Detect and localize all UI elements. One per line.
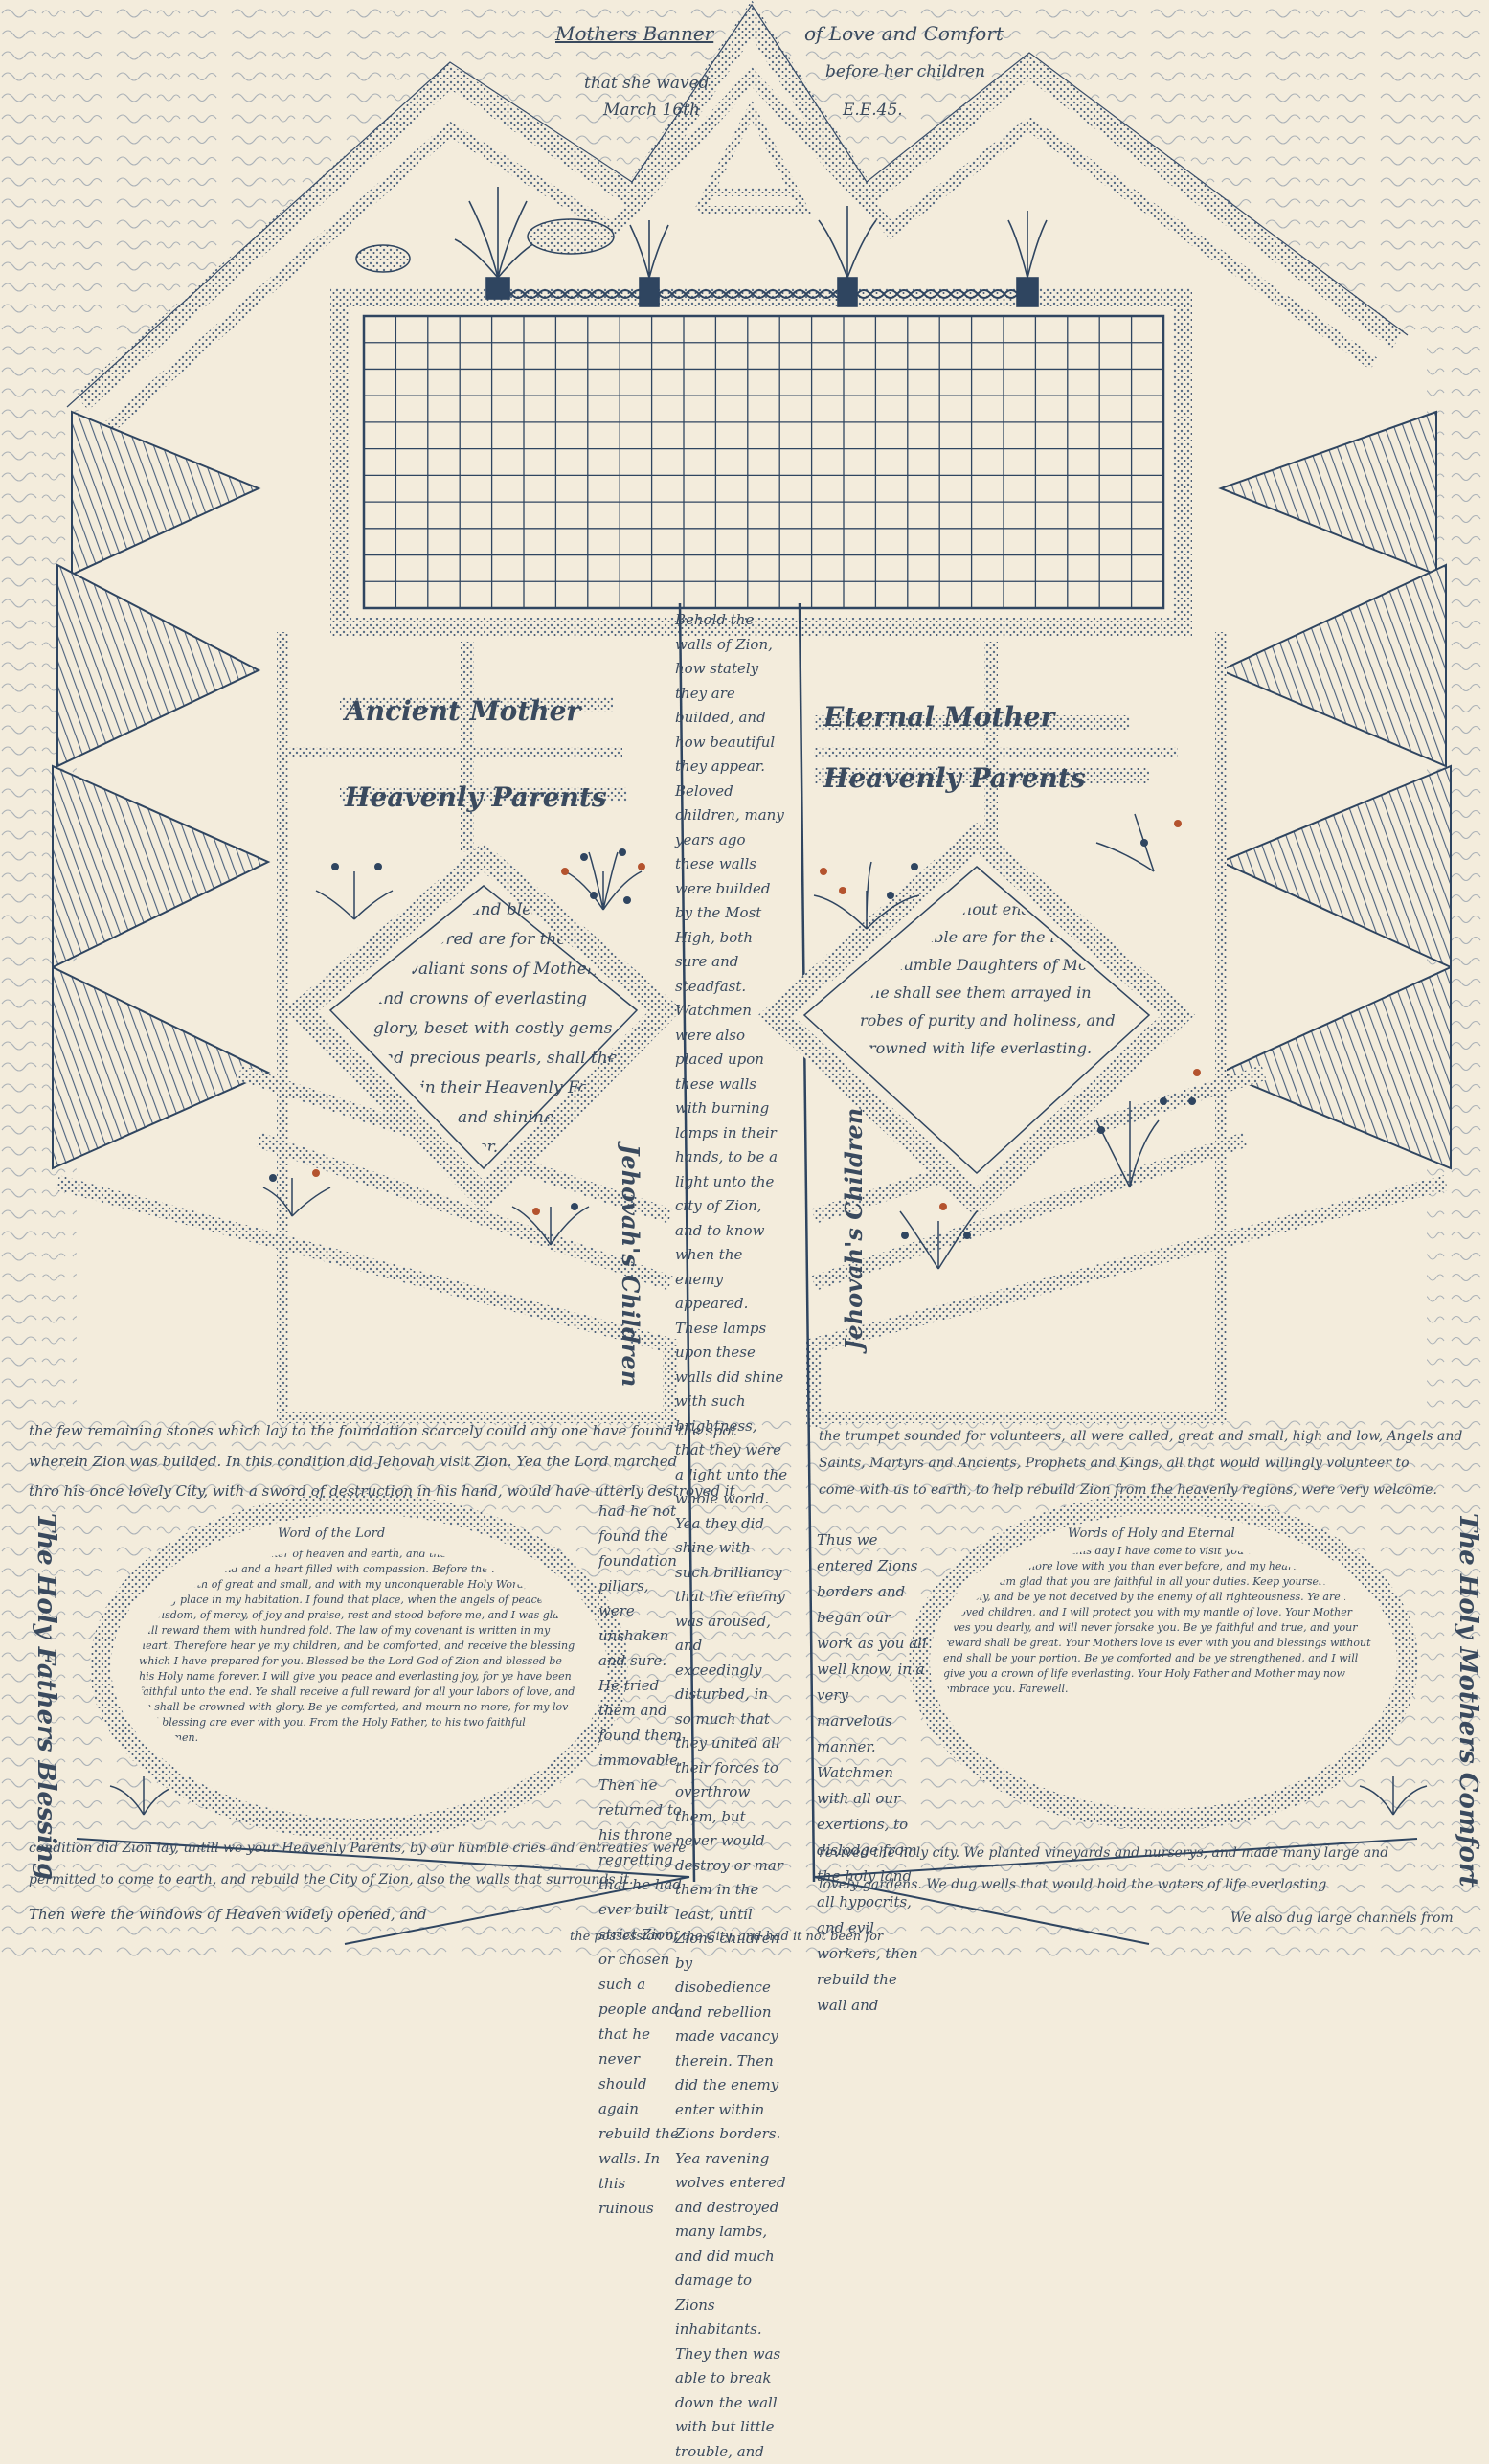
berry-dot — [839, 887, 846, 894]
berry-dot — [820, 868, 827, 875]
oval-left — [90, 1493, 628, 1840]
berry-dot — [887, 892, 894, 899]
berry-dot — [1160, 1097, 1167, 1105]
header-date-right: E.E.45. — [842, 101, 903, 120]
vertical-label-left: Jehovah's Children — [617, 1141, 644, 1387]
bottom-center-line: the possession of the City, and had it n… — [570, 1930, 884, 1944]
bottom-left-line-5: permitted to come to earth, and rebuild … — [29, 1872, 634, 1888]
side-label-left: The Holy Fathers Blessing — [32, 1513, 60, 1880]
berry-dot — [619, 848, 626, 856]
berry-dot — [623, 896, 631, 904]
vertical-labels: Jehovah's Children Jehovah's Children — [617, 1108, 868, 1387]
banner-name-left-top: Ancient Mother — [342, 695, 582, 727]
header-date-left: March 16th — [602, 101, 700, 120]
bottom-lines — [76, 1838, 1418, 1945]
berry-dot — [331, 863, 339, 870]
bottom-right-line-2: Saints, Martyrs and Ancients, Prophets a… — [819, 1456, 1410, 1471]
grid-lines — [364, 316, 1163, 608]
right-pennants — [1218, 410, 1452, 1170]
panel-frames — [277, 632, 1227, 1423]
berry-dot — [1097, 1126, 1105, 1134]
mid-left-column-text: had he not found the foundation pillars,… — [598, 1503, 683, 2217]
sheaf-decorations — [454, 187, 1048, 307]
bottom-left-line-3: thro his once lovely City, with a sword … — [29, 1482, 735, 1500]
berry-dot — [571, 1203, 578, 1210]
oval-left-heading: Word of the Lord — [278, 1526, 385, 1541]
berry-dot — [963, 1232, 971, 1239]
berry-dot — [580, 853, 588, 861]
berry-dot — [901, 1232, 909, 1239]
banner-name-right-top: Eternal Mother — [823, 701, 1057, 733]
bottom-right-line-4: revived the holy city. We planted vineya… — [819, 1845, 1389, 1861]
bottom-left-line-6: Then were the windows of Heaven widely o… — [29, 1906, 427, 1923]
berry-dot — [1174, 820, 1182, 827]
header-title: Mothers Banner — [554, 22, 715, 45]
banner-name-left-bottom: Heavenly Parents — [344, 781, 607, 813]
side-label-right: The Holy Mothers Comfort — [1454, 1513, 1482, 1888]
center-column-text: Behold the walls of Zion, how stately th… — [675, 611, 788, 2460]
left-pennants — [52, 410, 271, 1170]
mid-right-column-text: Thus we entered Zions borders and began … — [817, 1531, 927, 2014]
vertical-label-right: Jehovah's Children — [840, 1108, 868, 1354]
bottom-left-line-2: wherein Zion was builded. In this condit… — [29, 1453, 678, 1470]
berry-dot — [532, 1208, 540, 1215]
right-oval-text: My Beloved Daughters, this day I have co… — [943, 1545, 1371, 1695]
berry-dot — [561, 868, 569, 875]
berry-dot — [1188, 1097, 1196, 1105]
banner-name-right-bottom: Heavenly Parents — [823, 762, 1086, 794]
berry-dot — [312, 1169, 320, 1177]
berry-dot — [590, 892, 598, 899]
bottom-left-line-1: the few remaining stones which lay to th… — [29, 1422, 737, 1439]
berry-dot — [269, 1174, 277, 1182]
diamond-left — [284, 842, 683, 1214]
header-subtitle-right: of Love and Comfort — [804, 22, 1004, 45]
drawing-canvas: Ancient Mother Heavenly Parents Eternal … — [0, 0, 1489, 1961]
berry-dot — [911, 863, 918, 870]
empty-grid — [362, 314, 1165, 610]
bottom-right-line-6: We also dug large channels from — [1230, 1910, 1454, 1926]
header-line2-right: before her children — [825, 62, 985, 81]
berry-dot — [638, 863, 645, 870]
oval-right-heading: Words of Holy and Eternal — [1068, 1526, 1235, 1541]
central-pillar — [678, 602, 816, 1883]
bottom-right-line-1: the trumpet sounded for volunteers, all … — [819, 1429, 1463, 1444]
berry-dot — [1140, 839, 1148, 847]
left-oval-text: To the Lord of all the Maker of heaven a… — [139, 1548, 578, 1744]
lettered-bars — [287, 696, 1178, 802]
center-triangle — [694, 100, 813, 215]
diamond-right — [758, 823, 1195, 1218]
oval-right — [909, 1493, 1418, 1830]
berry-dot — [1193, 1069, 1201, 1076]
oval-wreath-right-top — [527, 218, 615, 255]
berry-dot — [374, 863, 382, 870]
berry-dots — [269, 820, 1201, 1239]
bottom-left-line-4: condition did Zion lay, untill we your H… — [29, 1841, 687, 1856]
berry-dot — [939, 1203, 947, 1210]
roof-peaks — [74, 0, 1405, 432]
bottom-right-line-3: come with us to earth, to help rebuild Z… — [819, 1482, 1437, 1498]
header-line2-left: that she waved — [584, 74, 710, 93]
oval-wreath-left-top — [355, 244, 411, 273]
bottom-right-line-5: lovely gardens. We dug wells that would … — [819, 1877, 1327, 1892]
